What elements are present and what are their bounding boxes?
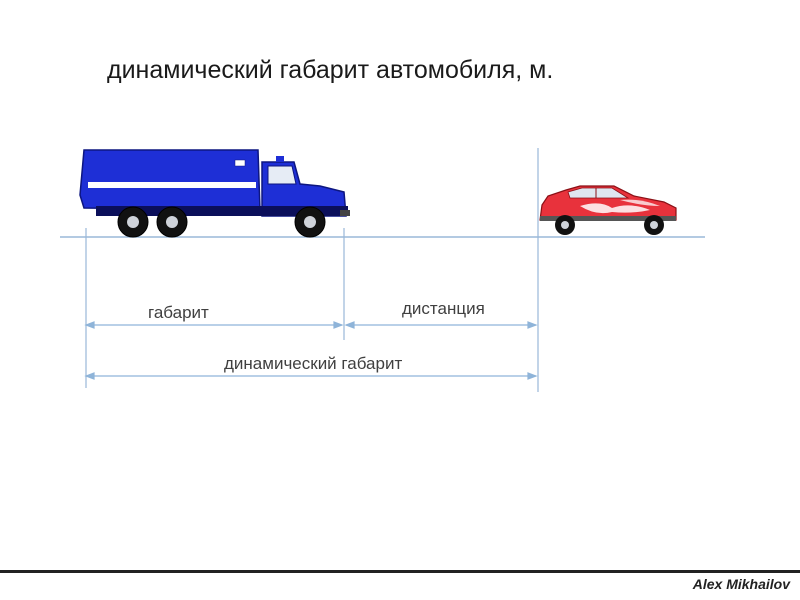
car-illustration — [540, 186, 676, 235]
footer-divider — [0, 570, 800, 573]
label-gabarit: габарит — [148, 300, 218, 325]
label-distance: дистанция — [402, 296, 494, 321]
truck-illustration — [80, 150, 350, 237]
author-credit: Alex Mikhailov — [693, 576, 790, 592]
dimension-distance — [346, 322, 536, 328]
label-dynamic-gabarit: динамический габарит — [224, 354, 402, 374]
